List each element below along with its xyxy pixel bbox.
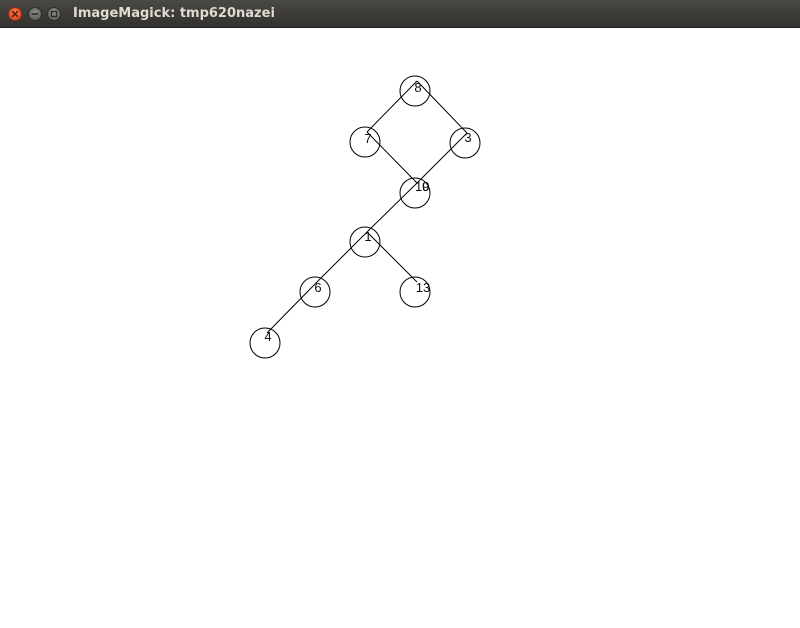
tree-edge-n1-n13 [366,231,418,283]
tree-node: 10 [399,177,431,209]
close-button[interactable] [8,7,22,21]
tree-node-circle [399,75,431,107]
tree-node-circle [399,177,431,209]
tree-node: 1 [349,226,381,258]
tree-edges [266,80,468,334]
tree-edge-n1-n6 [316,231,368,283]
minimize-button[interactable] [28,7,42,21]
maximize-button[interactable] [47,7,61,21]
tree-node-label: 13 [416,280,430,295]
tree-node: 8 [399,75,431,107]
tree-edge-n7-n10 [366,131,418,184]
tree-node-label: 8 [414,80,421,95]
title-bar[interactable]: ImageMagick: tmp620nazei [0,0,800,28]
tree-node-label: 6 [314,280,321,295]
tree-nodes: 8 7 3 109 1 6 13 4 [249,75,481,359]
tree-node-circle [249,327,281,359]
tree-node-label: 3 [464,130,471,145]
maximize-icon [50,10,58,18]
tree-node-circle [349,126,381,158]
tree-node-circle [349,226,381,258]
tree-edge-n3-n10 [416,132,468,184]
tree-node: 3 [449,127,481,159]
tree-edge-n6-n4 [266,281,318,334]
tree-node: 7 [349,126,381,158]
tree-node-label: 9 [422,179,429,194]
tree-node: 6 [299,276,331,308]
tree-edge-n8-n7 [366,80,418,133]
tree-node-circle [299,276,331,308]
tree-node-label: 7 [364,131,371,146]
tree-edge-n8-n3 [416,80,468,134]
tree-node: 4 [249,327,281,359]
tree-diagram: 8 7 3 109 1 6 13 4 [249,75,481,359]
minimize-icon [31,13,39,15]
tree-node: 13 [399,276,431,308]
window-title: ImageMagick: tmp620nazei [73,6,275,21]
tree-node-label: 1 [364,229,371,244]
tree-node-label: 4 [264,329,271,344]
tree-node: 9 [422,179,429,194]
tree-node-circle [449,127,481,159]
tree-edge-n10-n1 [366,182,418,233]
close-icon [11,10,19,18]
tree-node-circle [399,276,431,308]
tree-node-label: 10 [415,179,429,194]
